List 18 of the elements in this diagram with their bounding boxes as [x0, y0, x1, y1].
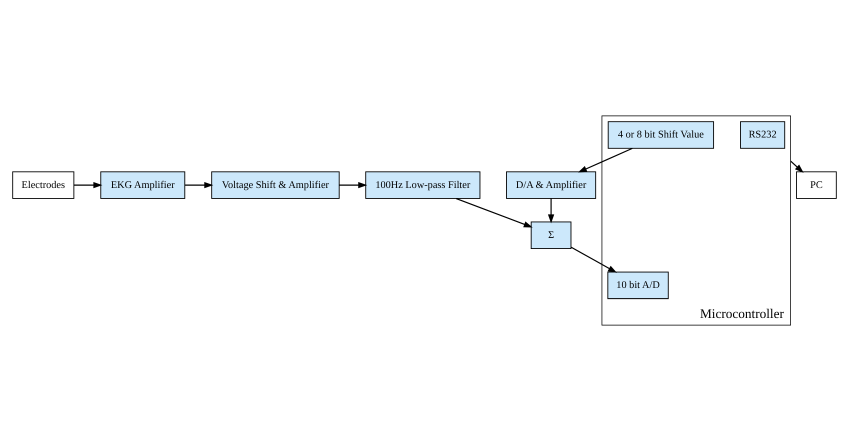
- node-box: PC: [796, 170, 837, 198]
- node-box: 10 bit A/D: [607, 271, 669, 299]
- arrow: [74, 181, 102, 188]
- node-box: Electrodes: [12, 170, 74, 198]
- node-box: Voltage Shift & Amplifier: [211, 170, 340, 198]
- node-box: 4 or 8 bit Shift Value: [608, 120, 714, 148]
- arrow: [339, 181, 368, 188]
- node-box: EKG Amplifier: [100, 170, 186, 198]
- arrow: [570, 246, 617, 272]
- arrow: [456, 197, 533, 228]
- node-box: RS232: [740, 120, 786, 148]
- arrow: [578, 147, 633, 172]
- arrow: [185, 181, 214, 188]
- node-box: 100Hz Low-pass Filter: [365, 170, 480, 198]
- node-box: D/A & Amplifier: [506, 170, 596, 198]
- arrow: [548, 198, 554, 223]
- node-box: Σ: [530, 221, 572, 248]
- arrow: [790, 160, 804, 172]
